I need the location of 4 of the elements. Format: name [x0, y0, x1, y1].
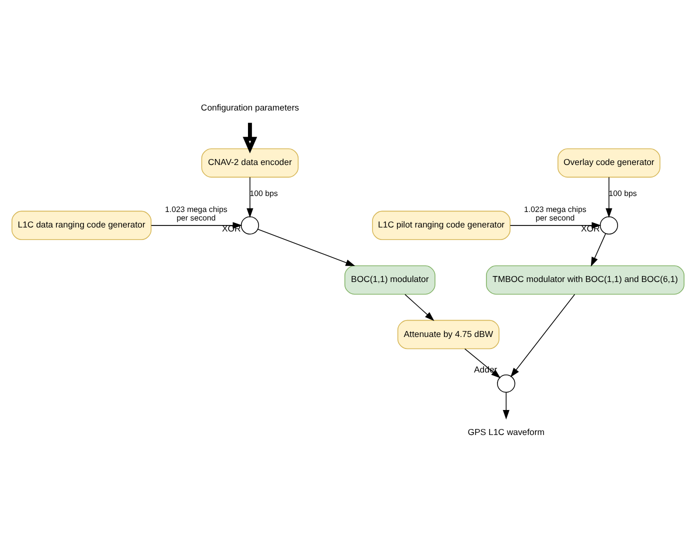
- node-text: GPS L1C waveform: [468, 426, 545, 436]
- edge-label: 1.023 mega chips per second: [165, 204, 228, 222]
- edge-label: 1.023 mega chips per second: [524, 204, 586, 222]
- node-text: Configuration parameters: [200, 102, 299, 112]
